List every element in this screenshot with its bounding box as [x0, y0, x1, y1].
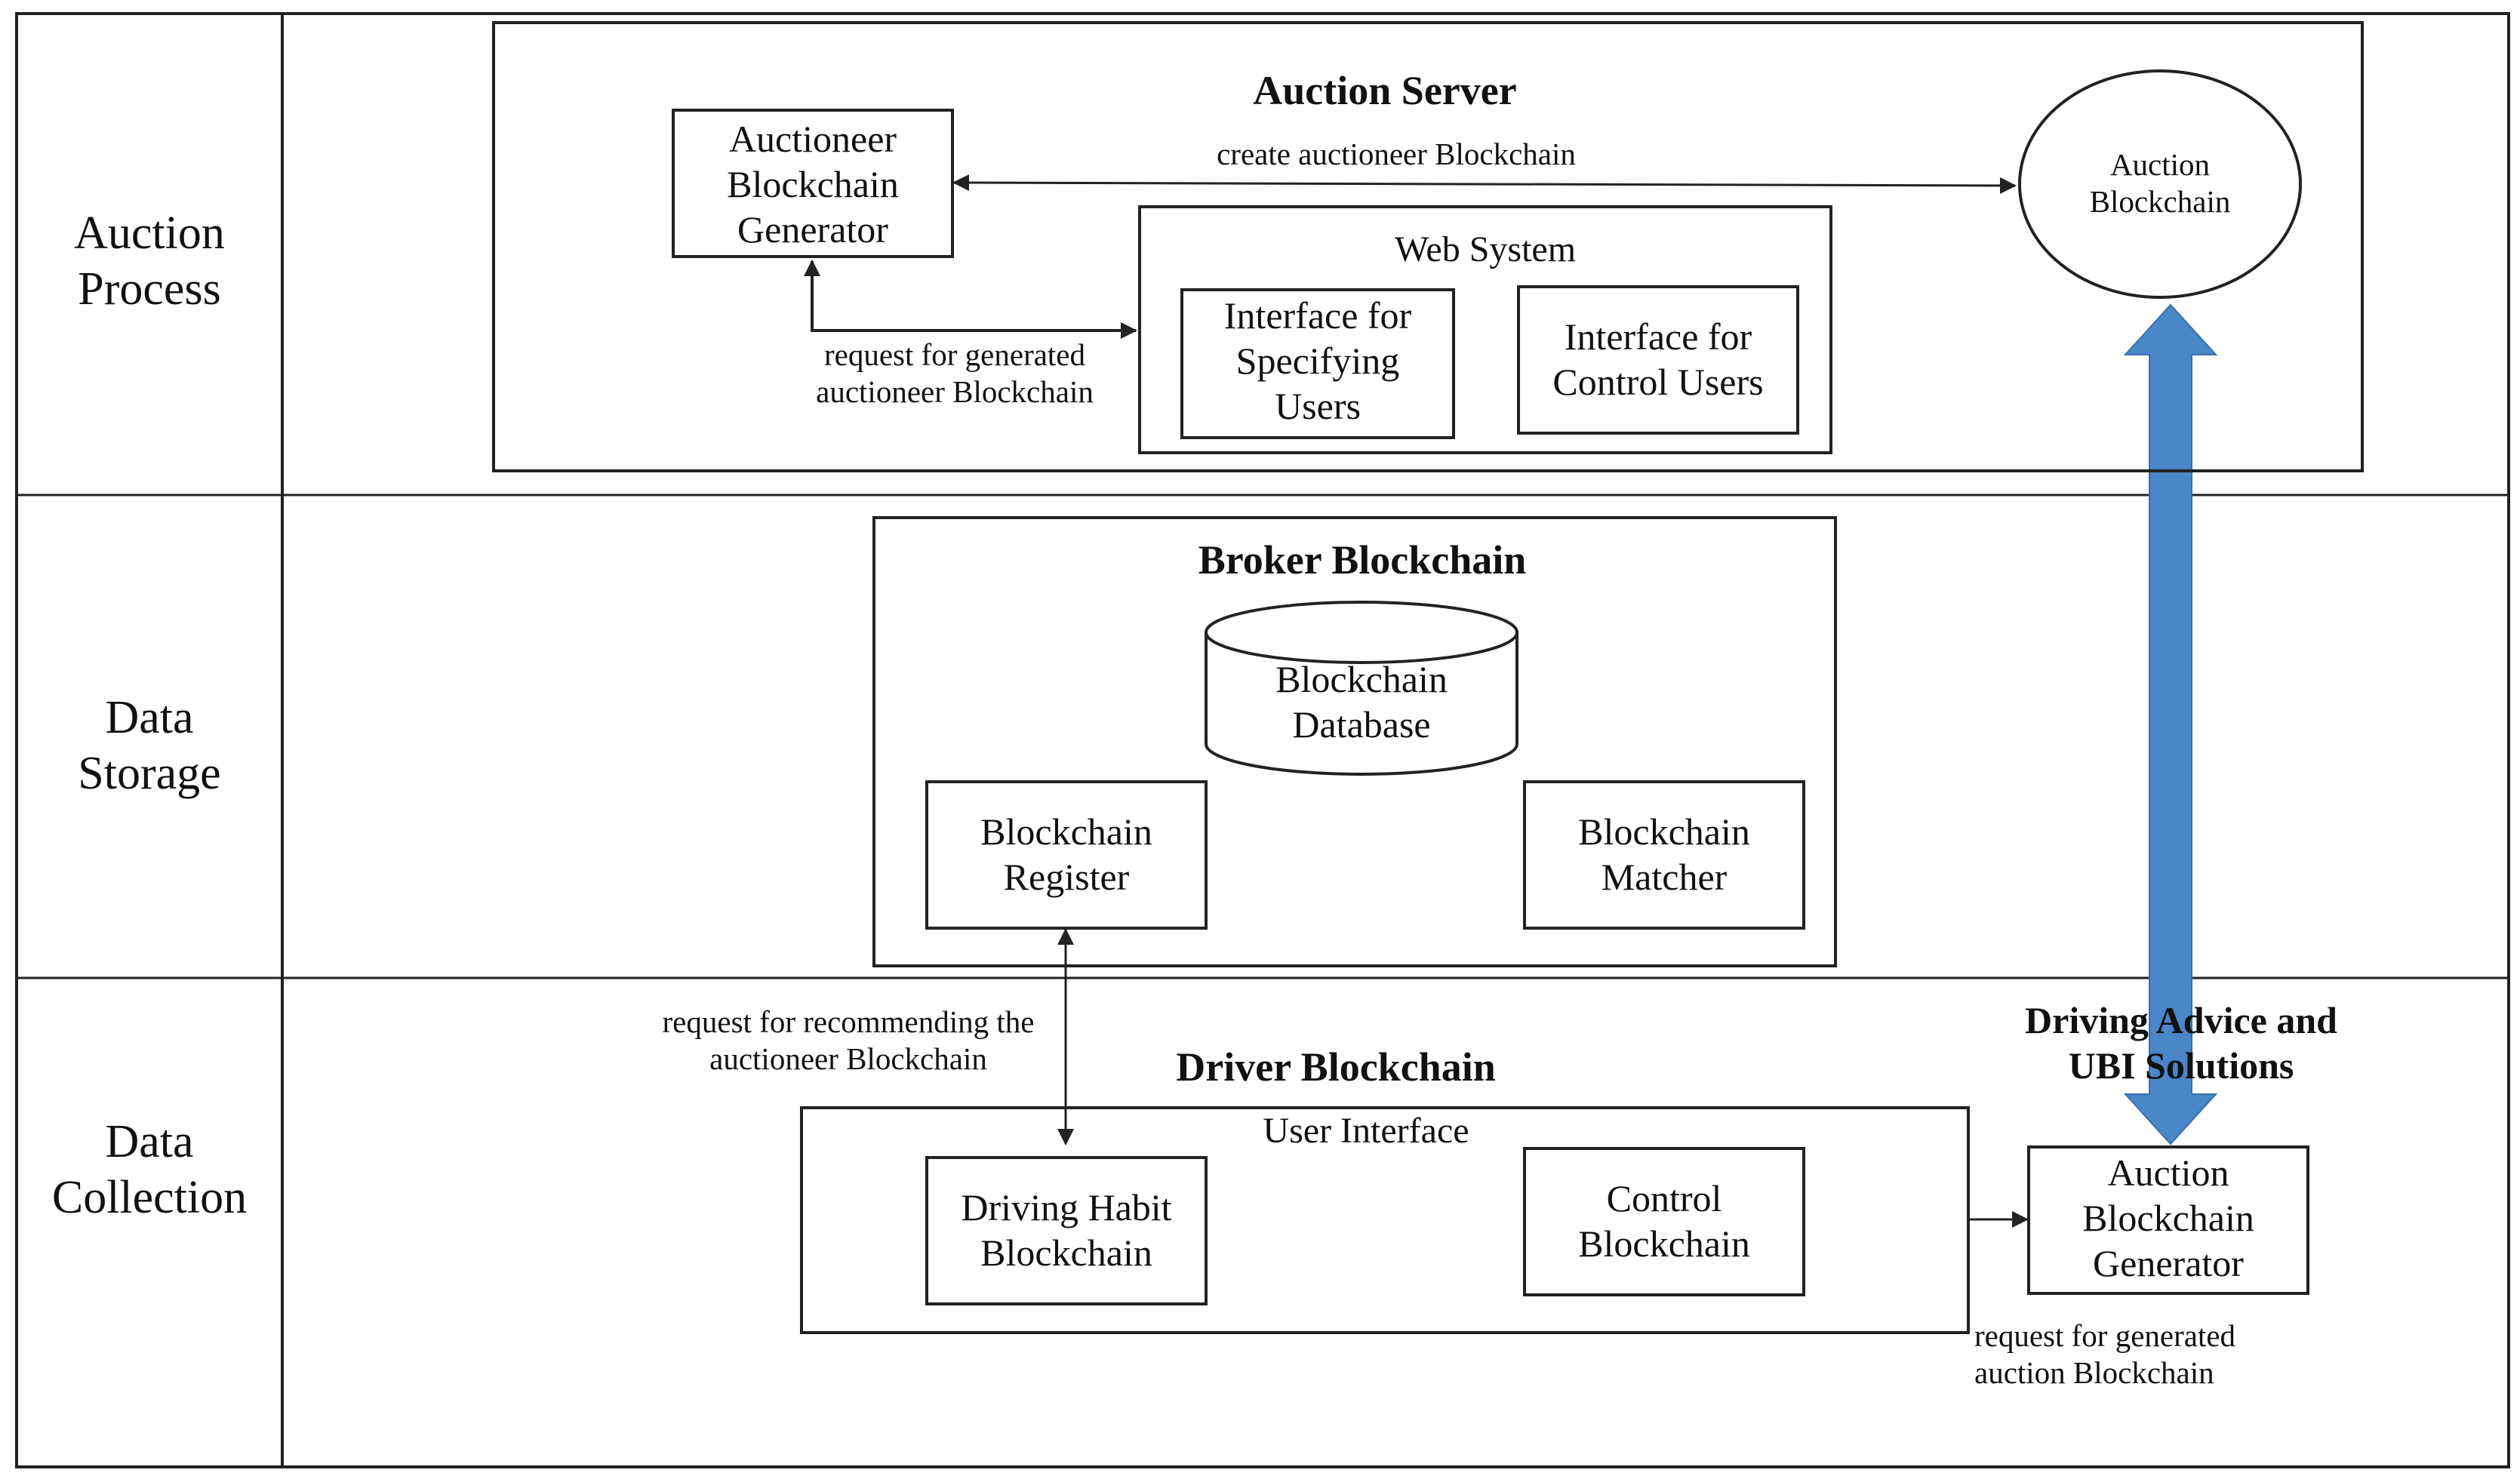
lane-label-data-storage: Data Storage [78, 692, 221, 800]
auction-blockchain-label: Auction Blockchain [2089, 147, 2231, 220]
database-cylinder [1205, 601, 1518, 776]
web-system-title: Web System [1394, 229, 1577, 269]
user-interface-title: User Interface [1263, 1111, 1469, 1151]
matcher-label: Blockchain Matcher [1578, 810, 1750, 898]
specifying-users-box [1180, 288, 1455, 439]
control-label: Control Blockchain [1578, 1177, 1750, 1265]
broker-title: Broker Blockchain [1198, 537, 1527, 583]
driving-advice-label: Driving Advice and UBI Solutions [2025, 999, 2337, 1087]
driving-habit-box [925, 1156, 1208, 1305]
control-users-box [1517, 285, 1799, 435]
matcher-box [1523, 780, 1805, 930]
auction-server-box [492, 21, 2364, 472]
auction-generator-box [2027, 1145, 2309, 1295]
user-interface-box [800, 1106, 1970, 1334]
lane-label-auction-process: Auction Process [74, 208, 225, 315]
request-generated-auctioneer-label: request for generated auctioneer Blockch… [816, 337, 1094, 410]
outer-frame [15, 12, 2510, 1468]
driving-habit-label: Driving Habit Blockchain [961, 1186, 1172, 1274]
specifying-users-label: Interface for Specifying Users [1223, 294, 1412, 427]
register-label: Blockchain Register [980, 810, 1152, 898]
database-label: Blockchain Database [1275, 658, 1448, 746]
control-users-label: Interface for Control Users [1552, 315, 1764, 403]
auctioneer-generator-box [672, 109, 954, 258]
control-box [1523, 1147, 1805, 1296]
create-auctioneer-label: create auctioneer Blockchain [1217, 137, 1576, 171]
auction-generator-label: Auction Blockchain Generator [2082, 1152, 2254, 1284]
broker-box [872, 516, 1837, 967]
big-double-arrow [2123, 303, 2218, 1145]
recommend-label: request for recommending the auctioneer … [662, 1004, 1035, 1077]
request-generated-auctioneer-arrow [804, 260, 1137, 339]
driver-title: Driver Blockchain [1176, 1044, 1496, 1090]
request-generated-auction-label: request for generated auction Blockchain [1974, 1318, 2236, 1391]
create-auctioneer-arrow [952, 174, 2017, 194]
auction-blockchain-ellipse [2018, 69, 2302, 299]
lane-label-data-collection: Data Collection [51, 1116, 248, 1224]
auctioneer-generator-label: Auctioneer Blockchain Generator [727, 118, 899, 251]
web-system-box [1138, 205, 1832, 454]
auction-server-title: Auction Server [1253, 68, 1517, 113]
register-box [925, 780, 1208, 930]
